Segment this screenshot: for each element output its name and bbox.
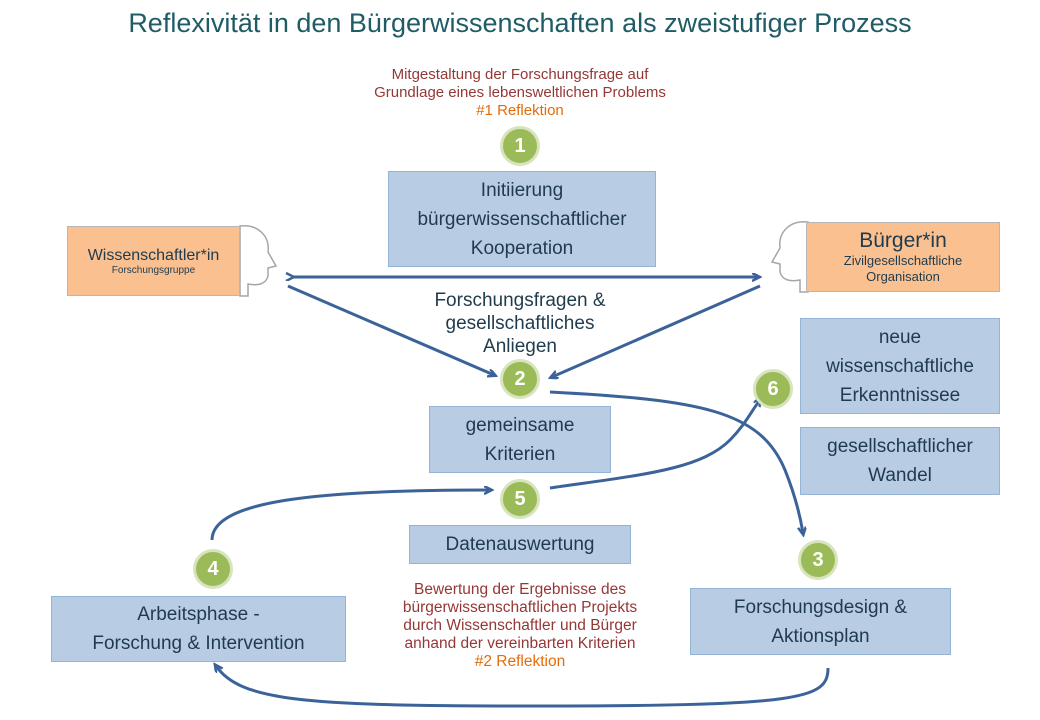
- forschungsdesign-box: Forschungsdesign & Aktionsplan: [690, 588, 951, 655]
- head-profile-icon-right: [770, 221, 809, 293]
- citizen-name: Bürger*in: [859, 229, 947, 252]
- datenauswertung-box: Datenauswertung: [409, 525, 631, 564]
- citizen-sub1: Zivilgesellschaftliche: [843, 253, 963, 268]
- arrow-3-to-4: [216, 666, 830, 708]
- forschungsfragen-line3: Anliegen: [483, 336, 557, 357]
- wandel-line1: gesellschaftlicher: [827, 436, 973, 457]
- forschungsfragen-label: Forschungsfragen & gesellschaftliches An…: [400, 289, 640, 358]
- step-1-badge: 1: [500, 126, 540, 166]
- reflection-2-line2: bürgerwissenschaftlichen Projekts: [402, 599, 638, 616]
- initiierung-line2: bürgerwissenschaftlicher: [417, 208, 627, 230]
- wandel-box: gesellschaftlicher Wandel: [800, 427, 1000, 495]
- page-title: Reflexivität in den Bürgerwissenschaften…: [128, 8, 912, 38]
- scientist-box: Wissenschaftler*in Forschungsgruppe: [67, 226, 240, 296]
- forschungsfragen-line2: gesellschaftliches: [445, 313, 595, 334]
- erkenntnisse-line3: Erkenntnissee: [839, 384, 961, 406]
- initiierung-line3: Kooperation: [470, 237, 574, 259]
- erkenntnisse-line2: wissenschaftliche: [826, 355, 974, 377]
- arrow-scientist-to-2: [287, 284, 494, 375]
- arrow-5-to-6: [549, 400, 760, 490]
- arbeitsphase-box: Arbeitsphase - Forschung & Intervention: [51, 596, 346, 662]
- reflection-1-text: Mitgestaltung der Forschungsfrage auf Gr…: [310, 66, 730, 120]
- wandel-line2: Wandel: [868, 465, 932, 486]
- initiierung-box: Initiierung bürgerwissenschaftlicher Koo…: [388, 171, 656, 267]
- reflection-1-line2: Grundlage eines lebensweltlichen Problem…: [374, 84, 666, 101]
- citizen-sub2: Organisation: [866, 269, 940, 284]
- kriterien-box: gemeinsame Kriterien: [429, 406, 611, 473]
- datenauswertung-label: Datenauswertung: [445, 534, 595, 555]
- erkenntnisse-line1: neue: [878, 326, 922, 348]
- kriterien-line2: Kriterien: [484, 443, 556, 465]
- forschungsdesign-line1: Forschungsdesign &: [733, 596, 908, 618]
- step-5-badge: 5: [500, 479, 540, 519]
- scientist-name: Wissenschaftler*in: [87, 246, 220, 264]
- reflection-2-line1: Bewertung der Ergebnisse des: [414, 581, 626, 598]
- arbeitsphase-line1: Arbeitsphase -: [137, 604, 260, 625]
- arrow-citizen-to-2: [552, 284, 761, 377]
- step-2-badge: 2: [500, 359, 540, 399]
- scientist-sub: Forschungsgruppe: [111, 264, 196, 276]
- reflection-2-line3: durch Wissenschaftler und Bürger: [403, 617, 637, 634]
- step-6-badge: 6: [753, 369, 793, 409]
- forschungsdesign-line2: Aktionsplan: [771, 625, 870, 647]
- reflection-2-text: Bewertung der Ergebnisse des bürgerwisse…: [360, 581, 680, 671]
- reflection-2-tag: #2 Reflektion: [474, 653, 566, 670]
- arrow-2-to-3: [549, 390, 803, 533]
- head-profile-icon-left: [239, 225, 278, 297]
- forschungsfragen-line1: Forschungsfragen &: [434, 290, 606, 311]
- arbeitsphase-line2: Forschung & Intervention: [92, 633, 305, 654]
- reflection-2-line4: anhand der vereinbarten Kriterien: [404, 635, 636, 652]
- kriterien-line1: gemeinsame: [465, 414, 575, 436]
- erkenntnisse-box: neue wissenschaftliche Erkenntnissee: [800, 318, 1000, 414]
- reflection-1-tag: #1 Reflektion: [476, 102, 564, 119]
- citizen-box: Bürger*in Zivilgesellschaftliche Organis…: [806, 222, 1000, 292]
- arrow-4-to-5: [210, 490, 490, 541]
- step-4-badge: 4: [193, 549, 233, 589]
- step-3-badge: 3: [798, 540, 838, 580]
- initiierung-line1: Initiierung: [480, 179, 564, 201]
- reflection-1-line1: Mitgestaltung der Forschungsfrage auf: [391, 66, 649, 83]
